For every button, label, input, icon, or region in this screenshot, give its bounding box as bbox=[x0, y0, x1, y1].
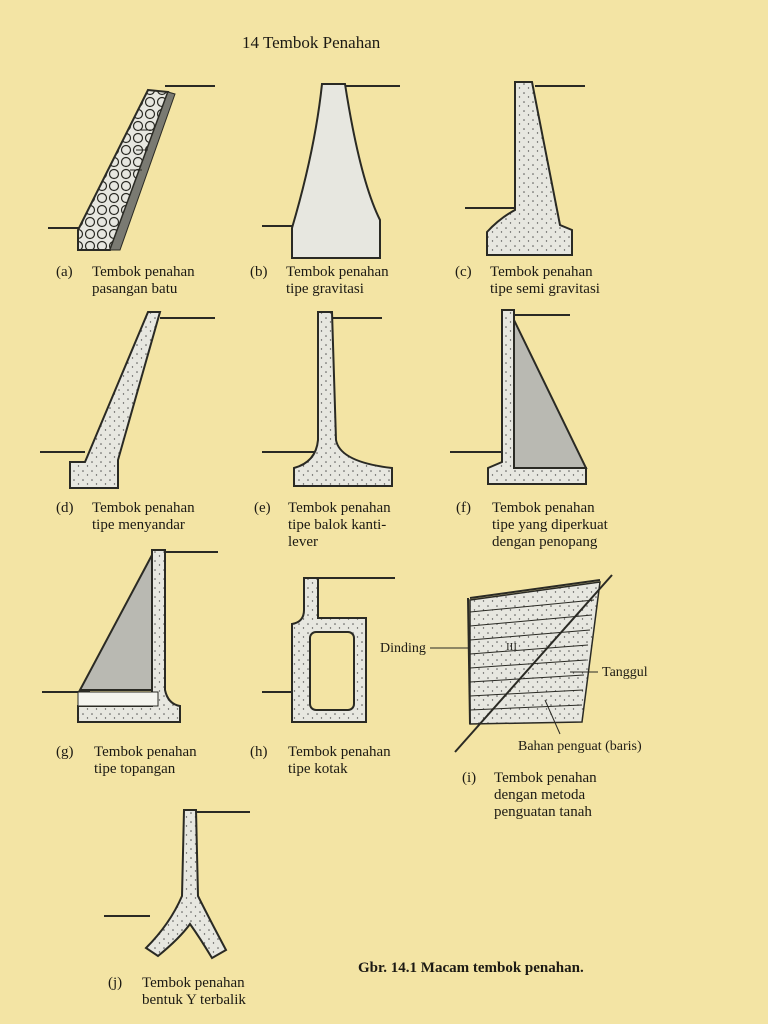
wall-d-drawing bbox=[40, 311, 215, 489]
wall-a-drawing bbox=[48, 85, 215, 251]
item-c-letter: (c) bbox=[455, 264, 472, 280]
wall-j-drawing bbox=[104, 809, 250, 960]
item-e-letter: (e) bbox=[254, 500, 271, 516]
item-i-letter: (i) bbox=[462, 770, 477, 786]
wall-f-drawing bbox=[450, 309, 588, 485]
svg-text:III: III bbox=[506, 641, 517, 653]
item-d-letter: (d) bbox=[56, 500, 74, 516]
wall-b-drawing bbox=[262, 83, 400, 259]
wall-i-drawing: III bbox=[430, 574, 613, 753]
wall-h-drawing bbox=[262, 577, 395, 723]
item-j-letter: (j) bbox=[108, 975, 123, 991]
item-g-letter: (g) bbox=[56, 744, 74, 760]
item-f-letter: (f) bbox=[456, 500, 471, 516]
item-b-letter: (b) bbox=[250, 264, 268, 280]
label-bahan-penguat: Bahan penguat (baris) bbox=[518, 739, 642, 754]
wall-c-drawing bbox=[465, 81, 585, 256]
label-tanggul: Tanggul bbox=[602, 665, 648, 680]
item-h-letter: (h) bbox=[250, 744, 268, 760]
wall-e-drawing bbox=[262, 311, 393, 487]
wall-g-drawing bbox=[42, 549, 218, 723]
figure-caption: Gbr. 14.1 Macam tembok penahan. bbox=[358, 960, 584, 976]
label-dinding: Dinding bbox=[380, 641, 426, 656]
page-title: 14 Tembok Penahan bbox=[242, 33, 381, 52]
item-a-letter: (a) bbox=[56, 264, 73, 280]
